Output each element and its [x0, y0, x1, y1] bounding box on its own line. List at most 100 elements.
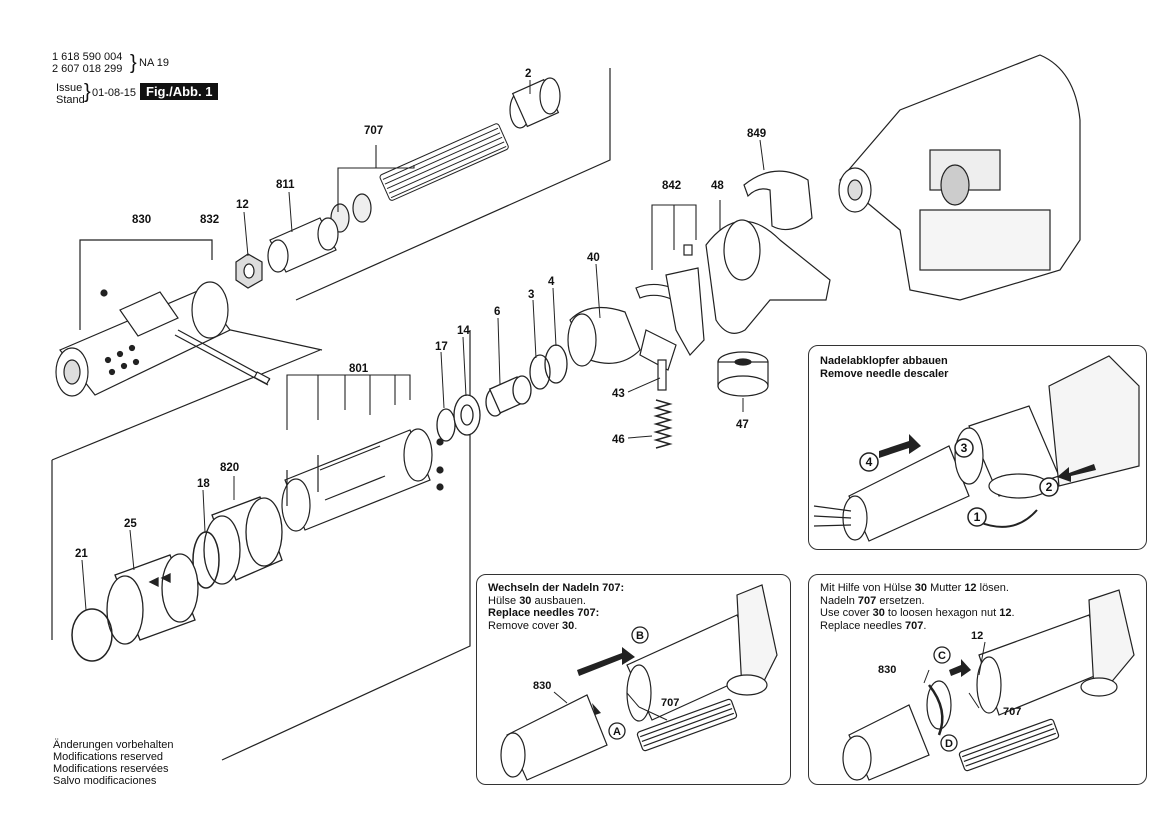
panel-loosen-nut: Mit Hilfe von Hülse 30 Mutter 12 lösen. … — [808, 574, 1147, 785]
frame-line-upper — [295, 68, 611, 301]
label-707: 707 — [364, 125, 383, 137]
nut-line-3-num1: 30 — [872, 607, 885, 619]
needles-line-4-text: Remove cover — [488, 619, 562, 632]
needles-line-1-num: 707 — [602, 582, 621, 594]
needles-line-2-num: 30 — [519, 594, 532, 607]
needles-line-1-text: Wechseln der Nadeln — [488, 582, 603, 594]
marker-b: B — [636, 630, 644, 642]
nut-line-1-num2: 12 — [964, 582, 977, 594]
label-25: 25 — [124, 518, 137, 530]
ring-21 — [71, 608, 113, 662]
step-2: 2 — [1046, 480, 1053, 494]
nut-line-4-num: 707 — [905, 619, 924, 632]
note-en: Modifications reserved — [53, 751, 164, 763]
nut-line-3: Use cover 30 to loosen hexagon nut 12. — [820, 607, 1015, 620]
part-code-1: 1 618 590 004 — [52, 51, 123, 63]
nut-line-4-b: . — [923, 619, 927, 632]
panel-nut-text: Mit Hilfe von Hülse 30 Mutter 12 lösen. … — [820, 582, 1015, 632]
cover-25 — [106, 553, 199, 645]
issue-label: Issue — [56, 82, 83, 94]
part-code-2: 2 607 018 299 — [52, 63, 123, 75]
nut-line-3-num2: 12 — [999, 607, 1012, 619]
hex-nut-12 — [235, 253, 263, 289]
needles-line-4-end: . — [574, 619, 578, 632]
housing-830 — [55, 281, 231, 397]
ring-14 — [453, 394, 481, 436]
lever-43 — [639, 329, 677, 391]
label-830: 830 — [132, 214, 151, 226]
nut-line-1-b: Mutter — [927, 582, 965, 594]
needles-line-3-text: Replace needles — [488, 607, 578, 619]
collar-40 — [567, 306, 641, 367]
nut-line-1: Mit Hilfe von Hülse 30 Mutter 12 lösen. — [820, 582, 1015, 595]
notes: Änderungen vorbehalten Modifications res… — [53, 739, 173, 787]
nut-illustration: 12 830 707 C D — [842, 589, 1135, 781]
label-46: 46 — [612, 434, 625, 446]
marker-a: A — [613, 726, 621, 738]
step-3: 3 — [961, 441, 968, 455]
spring-46 — [653, 399, 673, 449]
nut-line-3-c: . — [1011, 607, 1015, 619]
label-820: 820 — [220, 462, 239, 474]
needle-bundle-707 — [379, 123, 509, 201]
label-17: 17 — [435, 341, 448, 353]
needles-line-2-end: ausbauen. — [531, 594, 586, 607]
ring-18 — [192, 531, 220, 589]
nut-line-2-b: ersetzen. — [876, 594, 925, 607]
descaler-illustration: 1 2 3 4 — [813, 355, 1140, 542]
panel-descaler-text: Nadelabklopfer abbauen Remove needle des… — [820, 355, 948, 380]
label-811: 811 — [276, 179, 295, 191]
brace-2: } — [84, 81, 91, 103]
nut-line-4: Replace needles 707. — [820, 620, 1015, 633]
nut-line-2-a: Nadeln — [820, 594, 858, 607]
rod-832 — [174, 329, 271, 386]
nut-line-4-a: Replace needles — [820, 619, 906, 632]
needles-line-3-num: 707 — [577, 607, 596, 619]
panel-replace-needles: Wechseln der Nadeln 707: Hülse 30 ausbau… — [476, 574, 791, 785]
ring-3 — [529, 354, 551, 390]
nut-line-1-num1: 30 — [914, 582, 928, 594]
nut-line-1-c: lösen. — [976, 582, 1009, 594]
figure-badge: Fig./Abb. 1 — [140, 83, 219, 100]
ring-17 — [436, 408, 456, 442]
nut-label-707: 707 — [1003, 706, 1021, 718]
label-2: 2 — [525, 68, 531, 80]
code-suffix: NA 19 — [139, 57, 169, 69]
step-1: 1 — [974, 510, 981, 524]
label-40: 40 — [587, 252, 600, 264]
label-14: 14 — [457, 325, 470, 337]
sleeve-820 — [203, 496, 283, 585]
nut-line-2-num: 707 — [857, 594, 877, 607]
label-849: 849 — [747, 128, 766, 140]
nut-line-3-a: Use cover — [820, 607, 873, 619]
needles-line-2: Hülse 30 ausbauen. — [488, 595, 624, 608]
panel-needles-text: Wechseln der Nadeln 707: Hülse 30 ausbau… — [488, 582, 624, 632]
needles-line-4-num: 30 — [561, 619, 575, 632]
nut-line-3-b: to loosen hexagon nut — [884, 607, 1000, 619]
sleeve-811 — [267, 217, 339, 273]
brace: } — [130, 52, 137, 74]
label-47: 47 — [736, 419, 749, 431]
label-18: 18 — [197, 478, 210, 490]
needles-line-1-end: : — [620, 582, 625, 594]
cap-part-2 — [509, 77, 561, 129]
label-48: 48 — [711, 180, 724, 192]
needles-illustration: 830 707 A B — [500, 584, 778, 781]
needles-line-4: Remove cover 30. — [488, 620, 624, 633]
label-801: 801 — [349, 363, 369, 375]
needles-label-830: 830 — [533, 680, 551, 692]
nut-line-1-a: Mit Hilfe von Hülse — [820, 582, 915, 594]
stand-label: Stand — [56, 94, 85, 106]
clips-842 — [635, 244, 705, 357]
descaler-title-de: Nadelabklopfer abbauen — [820, 355, 948, 367]
note-es: Salvo modificaciones — [53, 775, 157, 787]
note-de: Änderungen vorbehalten — [53, 739, 174, 751]
rotary-hammer-body — [838, 54, 1081, 301]
label-4: 4 — [548, 276, 555, 288]
knob-47 — [717, 351, 769, 397]
yoke-48 — [705, 219, 831, 334]
nut-label-12: 12 — [971, 630, 983, 642]
needles-line-3: Replace needles 707: — [488, 607, 624, 620]
marker-d: D — [945, 738, 953, 750]
